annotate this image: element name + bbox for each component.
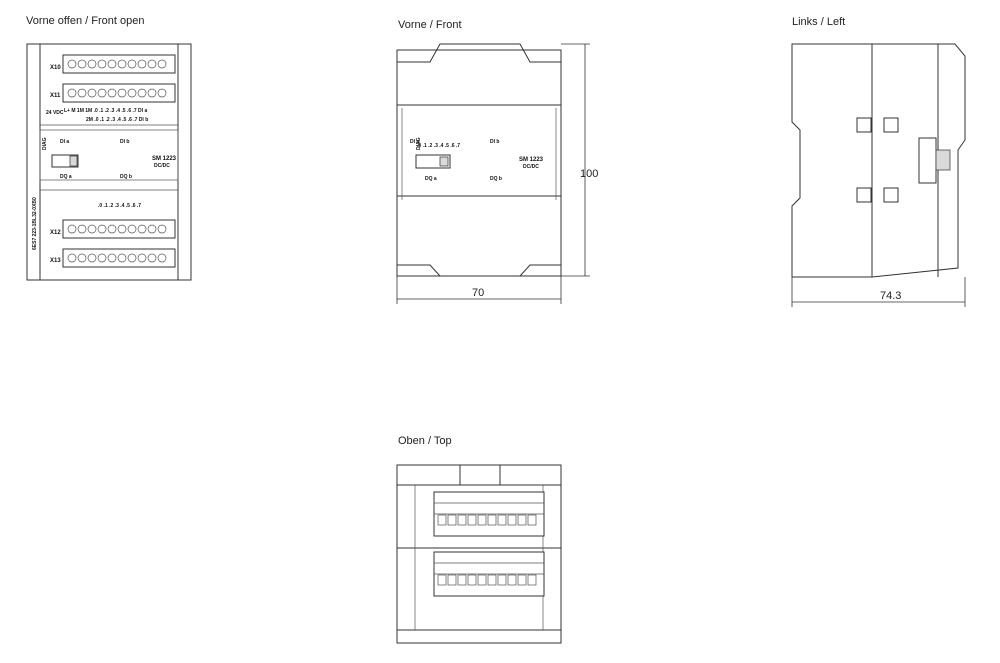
front-open-title: Vorne offen / Front open	[26, 15, 145, 27]
terminal-row-mid: 2M .0 .1 .2 .3 .4 .5 .6 .7 DI b	[86, 117, 148, 123]
top-title: Oben / Top	[398, 435, 452, 447]
left-title: Links / Left	[792, 16, 846, 28]
front-open-terminal-screws-bottom	[67, 224, 167, 263]
type-label-front: DC/DC	[523, 164, 539, 170]
article-number: 6ES7 223-1BL32-0XB0	[32, 197, 38, 250]
connector-x13: X13	[50, 258, 61, 264]
terminal-row-top: L+ M 1M 1M .0 .1 .2 .3 .4 .5 .6 .7 DI a	[64, 108, 147, 114]
dim-front-width: 70	[472, 287, 484, 299]
diag-label-front: DIAG	[416, 137, 422, 150]
dq-b-label-front: DQ b	[490, 176, 502, 182]
model-label-front: SM 1223	[519, 157, 544, 163]
dim-left-width: 74.3	[880, 290, 901, 302]
front-open-view: X10 X11 24 VDC L+ M 1M 1M .0 .1 .2 .3 .4…	[26, 43, 192, 281]
connector-x11: X11	[50, 93, 61, 99]
front-open-terminal-screws-top	[67, 59, 167, 98]
io-index-front: .0 .1 .2 .3 .4 .5 .6 .7	[417, 143, 460, 149]
supply-label: 24 VDC	[46, 110, 64, 116]
type-label-open: DC/DC	[154, 163, 170, 169]
connector-x12: X12	[50, 230, 61, 236]
top-view-upper-slots	[437, 514, 537, 526]
dq-a-label-front: DQ a	[425, 176, 437, 182]
top-view	[396, 464, 562, 644]
left-view: 74.3	[791, 43, 966, 307]
dim-front-height: 100	[580, 168, 598, 180]
io-index-open: .0 .1 .2 .3 .4 .5 .6 .7	[98, 203, 141, 209]
front-view: DI a DI b DIAG SM 1223 DC/DC DQ a DQ b .…	[396, 43, 598, 304]
diag-label-open: DIAG	[42, 137, 48, 150]
di-a-label-front: DI a	[410, 139, 419, 145]
model-label-open: SM 1223	[152, 156, 177, 162]
dq-b-label-open: DQ b	[120, 174, 132, 180]
di-b-label-front: DI b	[490, 139, 499, 145]
top-view-lower-slots	[437, 574, 537, 586]
dq-a-label-open: DQ a	[60, 174, 72, 180]
di-b-label: DI b	[120, 139, 129, 145]
di-a-label: DI a	[60, 139, 69, 145]
connector-x10: X10	[50, 65, 61, 71]
front-title: Vorne / Front	[398, 19, 462, 31]
